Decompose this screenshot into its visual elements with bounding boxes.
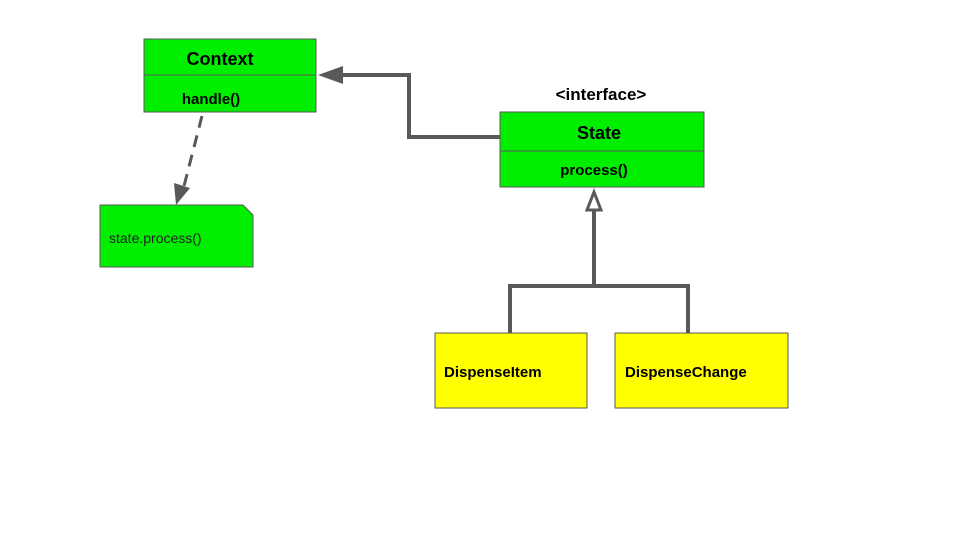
note-box[interactable]: state.process(): [99, 204, 254, 268]
generalization-connector: [508, 187, 690, 333]
generalization-hollow-arrowhead: [584, 187, 604, 212]
state-interface[interactable]: State process(): [499, 111, 705, 188]
state-title: State: [577, 123, 621, 143]
dependency-connector: [174, 115, 204, 205]
association-arrowhead: [318, 66, 343, 84]
dispense-item-class[interactable]: DispenseItem: [434, 332, 588, 409]
dispense-change-label: DispenseChange: [625, 364, 747, 381]
state-method: process(): [560, 162, 628, 179]
dispense-item-label: DispenseItem: [444, 364, 542, 381]
context-method: handle(): [182, 91, 240, 108]
context-title: Context: [187, 49, 254, 69]
dispense-change-class[interactable]: DispenseChange: [614, 332, 789, 409]
dependency-arrowhead: [174, 183, 190, 205]
interface-stereotype: <interface>: [556, 85, 647, 104]
note-text: state.process(): [109, 230, 202, 246]
association-connector: [318, 66, 500, 139]
context-class[interactable]: Context handle(): [143, 38, 317, 113]
